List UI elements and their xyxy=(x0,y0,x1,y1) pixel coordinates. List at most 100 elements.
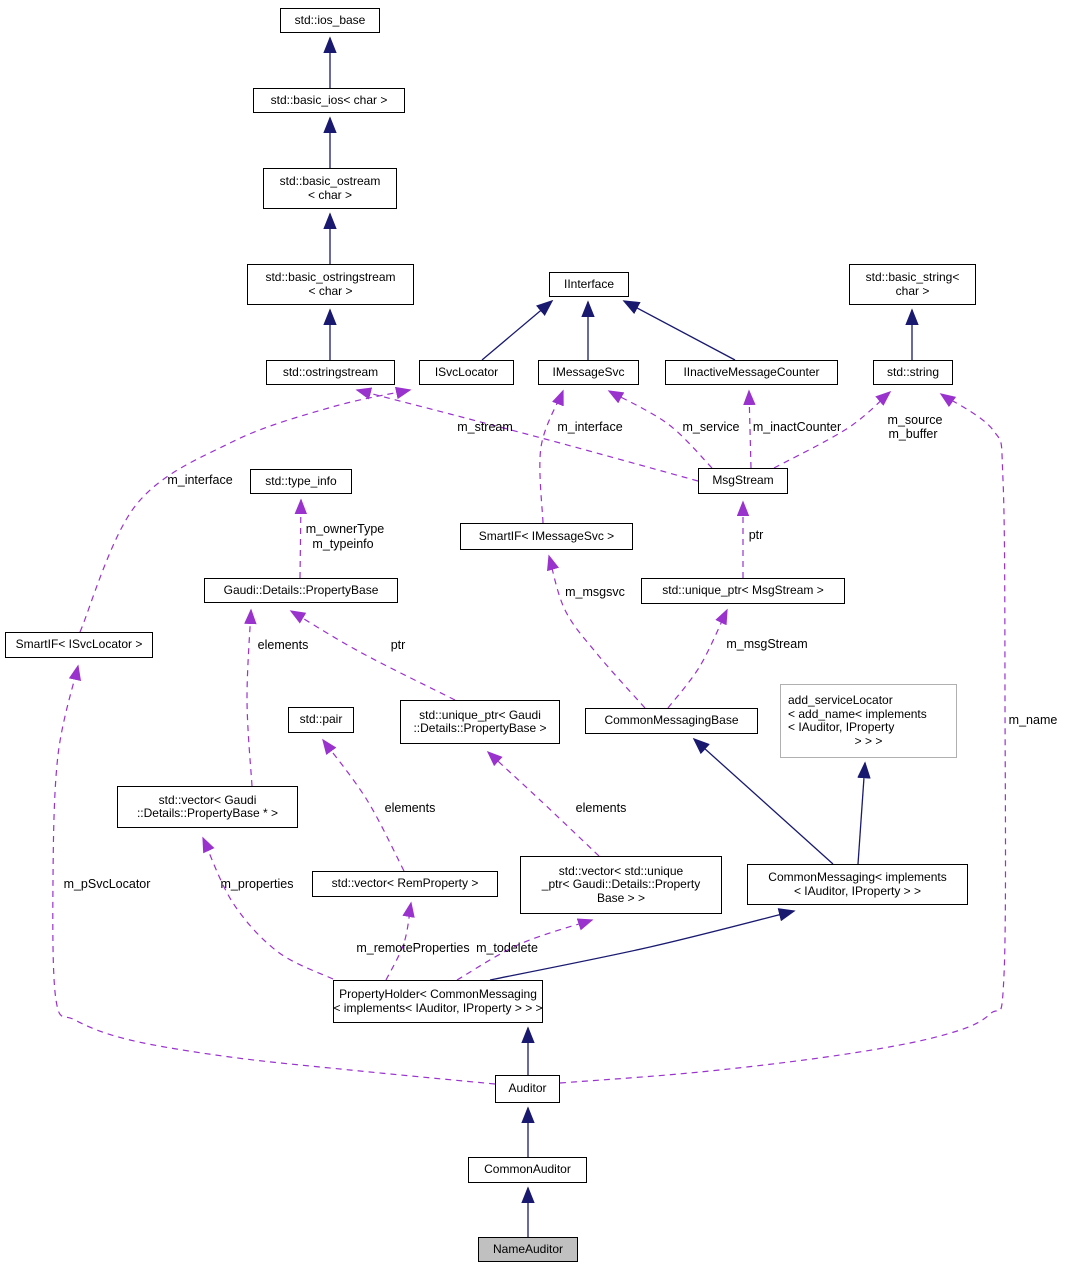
node-std-basic-ostream[interactable]: std::basic_ostream< char > xyxy=(263,168,397,209)
node-smartif-isvclocator[interactable]: SmartIF< ISvcLocator > xyxy=(5,632,153,658)
edge-commonmessaging-to-add-servicelocator xyxy=(857,761,871,865)
edge-m-msgsvc xyxy=(547,554,646,709)
node-label: std::ostringstream xyxy=(282,364,379,379)
node-label: Base > > xyxy=(596,890,646,905)
edge-label-m_todelete: m_todelete xyxy=(476,941,538,955)
node-label: < IAuditor, IProperty > > xyxy=(793,883,922,898)
node-std-unique-ptr-msgstream[interactable]: std::unique_ptr< MsgStream > xyxy=(641,578,845,604)
node-label: > > > xyxy=(854,733,883,748)
node-commonmessaging[interactable]: CommonMessaging< implements< IAuditor, I… xyxy=(747,864,968,905)
node-smartif-imessagesvc[interactable]: SmartIF< IMessageSvc > xyxy=(460,523,633,550)
node-label: std::vector< RemProperty > xyxy=(331,876,479,891)
edge-m-interface-imessagesvc xyxy=(539,389,564,524)
node-gaudi-details-propertybase[interactable]: Gaudi::Details::PropertyBase xyxy=(204,578,398,603)
node-label: _ptr< Gaudi::Details::Property xyxy=(541,877,701,892)
node-label: IInterface xyxy=(563,276,615,291)
edge-m-inactcounter xyxy=(743,389,756,469)
edge-label-m_interface: m_interface xyxy=(167,473,233,487)
node-auditor[interactable]: Auditor xyxy=(495,1075,560,1103)
edge-elements-remproperty-pair xyxy=(322,738,405,872)
edge-label-elements: elements xyxy=(384,801,436,815)
node-commonauditor[interactable]: CommonAuditor xyxy=(468,1157,587,1183)
node-label: std::basic_string< xyxy=(865,270,960,284)
node-std-unique-ptr-propertybase[interactable]: std::unique_ptr< Gaudi::Details::Propert… xyxy=(400,700,560,744)
edge-label-ptr: ptr xyxy=(748,528,764,542)
edge-label-m_properties: m_properties xyxy=(220,877,294,891)
node-commonmessagingbase[interactable]: CommonMessagingBase xyxy=(585,708,758,734)
node-label: ::Details::PropertyBase > xyxy=(413,721,547,735)
node-std-vector-propertybase[interactable]: std::vector< Gaudi::Details::PropertyBas… xyxy=(117,786,298,828)
node-label: std::type_info xyxy=(265,473,337,488)
edge-m-service xyxy=(607,390,713,469)
edge-m-todelete xyxy=(456,918,594,981)
node-label: std::basic_ostream xyxy=(279,174,381,188)
edge-label-m_remoteProperties: m_remoteProperties xyxy=(356,941,470,955)
node-label: NameAuditor xyxy=(492,1241,564,1256)
node-label: < add_name< implements xyxy=(788,706,927,721)
node-label: SmartIF< ISvcLocator > xyxy=(15,637,143,652)
node-label: std::basic_ios< char > xyxy=(270,92,388,107)
node-label: std::vector< std::unique xyxy=(558,863,684,878)
edge-m-properties xyxy=(202,836,334,980)
edge-label-m_buffer: m_buffer xyxy=(888,427,938,441)
node-iinactivemessagecounter[interactable]: IInactiveMessageCounter xyxy=(665,360,838,385)
edge-m-stream xyxy=(355,387,699,482)
edge-iinactivemessagecounter-to-iinterface xyxy=(622,300,736,361)
node-add-servicelocator[interactable]: add_serviceLocator< add_name< implements… xyxy=(780,684,957,758)
node-std-vector-remproperty[interactable]: std::vector< RemProperty > xyxy=(312,871,498,897)
edge-label-m_msgStream: m_msgStream xyxy=(726,637,808,651)
edge-label-m_inactCounter: m_inactCounter xyxy=(752,420,842,434)
node-propertyholder[interactable]: PropertyHolder< CommonMessaging< impleme… xyxy=(333,980,543,1023)
node-std-basic-ios[interactable]: std::basic_ios< char > xyxy=(253,88,405,113)
node-std-basic-string[interactable]: std::basic_string<char > xyxy=(849,264,976,305)
node-iinterface[interactable]: IInterface xyxy=(549,272,629,297)
edge-m-interface-isvclocator xyxy=(79,386,412,633)
edge-label-m_stream: m_stream xyxy=(457,420,513,434)
node-std-basic-ostringstream[interactable]: std::basic_ostringstream< char > xyxy=(247,264,414,305)
node-label: CommonAuditor xyxy=(484,1162,571,1177)
node-label: std::string xyxy=(886,364,940,379)
node-label: std::basic_ostringstream xyxy=(265,270,396,284)
edge-label-ptr: ptr xyxy=(390,638,406,652)
node-label: std::unique_ptr< MsgStream > xyxy=(662,583,824,598)
edge-elements-vector-unique xyxy=(486,750,600,857)
node-isvclocator[interactable]: ISvcLocator xyxy=(419,360,514,385)
node-label: std::pair xyxy=(299,712,343,727)
node-label: < implements< IAuditor, IProperty > > > xyxy=(333,1000,543,1015)
edge-label-m_service: m_service xyxy=(682,420,740,434)
edge-label-m_source: m_source xyxy=(887,413,943,427)
node-label: Gaudi::Details::PropertyBase xyxy=(223,582,379,597)
node-std-type-info[interactable]: std::type_info xyxy=(250,469,352,494)
edge-label-m_interface: m_interface xyxy=(557,420,623,434)
node-label: < IAuditor, IProperty xyxy=(788,720,895,734)
edge-label-m_msgsvc: m_msgsvc xyxy=(565,585,625,599)
node-std-string[interactable]: std::string xyxy=(873,360,953,385)
edge-label-elements: elements xyxy=(575,801,627,815)
node-imessagesvc[interactable]: IMessageSvc xyxy=(538,360,639,385)
edge-elements-vector-pb xyxy=(244,608,257,787)
edge-label-m_typeinfo: m_typeinfo xyxy=(312,537,374,551)
node-msgstream[interactable]: MsgStream xyxy=(698,468,788,494)
node-std-pair[interactable]: std::pair xyxy=(288,707,354,733)
edge-commonmessaging-to-commonmessagingbase xyxy=(692,737,834,865)
node-label: IMessageSvc xyxy=(552,364,625,379)
node-std-ostringstream[interactable]: std::ostringstream xyxy=(266,360,395,385)
edge-ptr-unique-ptr-pb xyxy=(289,610,456,701)
node-nameauditor[interactable]: NameAuditor xyxy=(478,1237,578,1262)
node-label: CommonMessaging< implements xyxy=(768,870,947,884)
node-label: std::ios_base xyxy=(294,12,366,27)
node-label: < char > xyxy=(307,187,353,202)
edge-m-name xyxy=(559,393,1007,1084)
node-label: Auditor xyxy=(508,1081,547,1096)
node-label: ISvcLocator xyxy=(434,364,499,379)
node-std-vector-unique-ptr[interactable]: std::vector< std::unique_ptr< Gaudi::Det… xyxy=(520,856,722,914)
node-label: std::vector< Gaudi xyxy=(158,792,257,807)
node-label: std::unique_ptr< Gaudi xyxy=(419,707,541,722)
node-label: PropertyHolder< CommonMessaging xyxy=(339,987,537,1001)
node-std-ios-base[interactable]: std::ios_base xyxy=(280,8,380,33)
edge-label-m_name: m_name xyxy=(1008,713,1058,727)
edge-propertyholder-to-commonmessaging xyxy=(489,908,796,981)
edge-isvclocator-to-iinterface xyxy=(481,299,554,361)
